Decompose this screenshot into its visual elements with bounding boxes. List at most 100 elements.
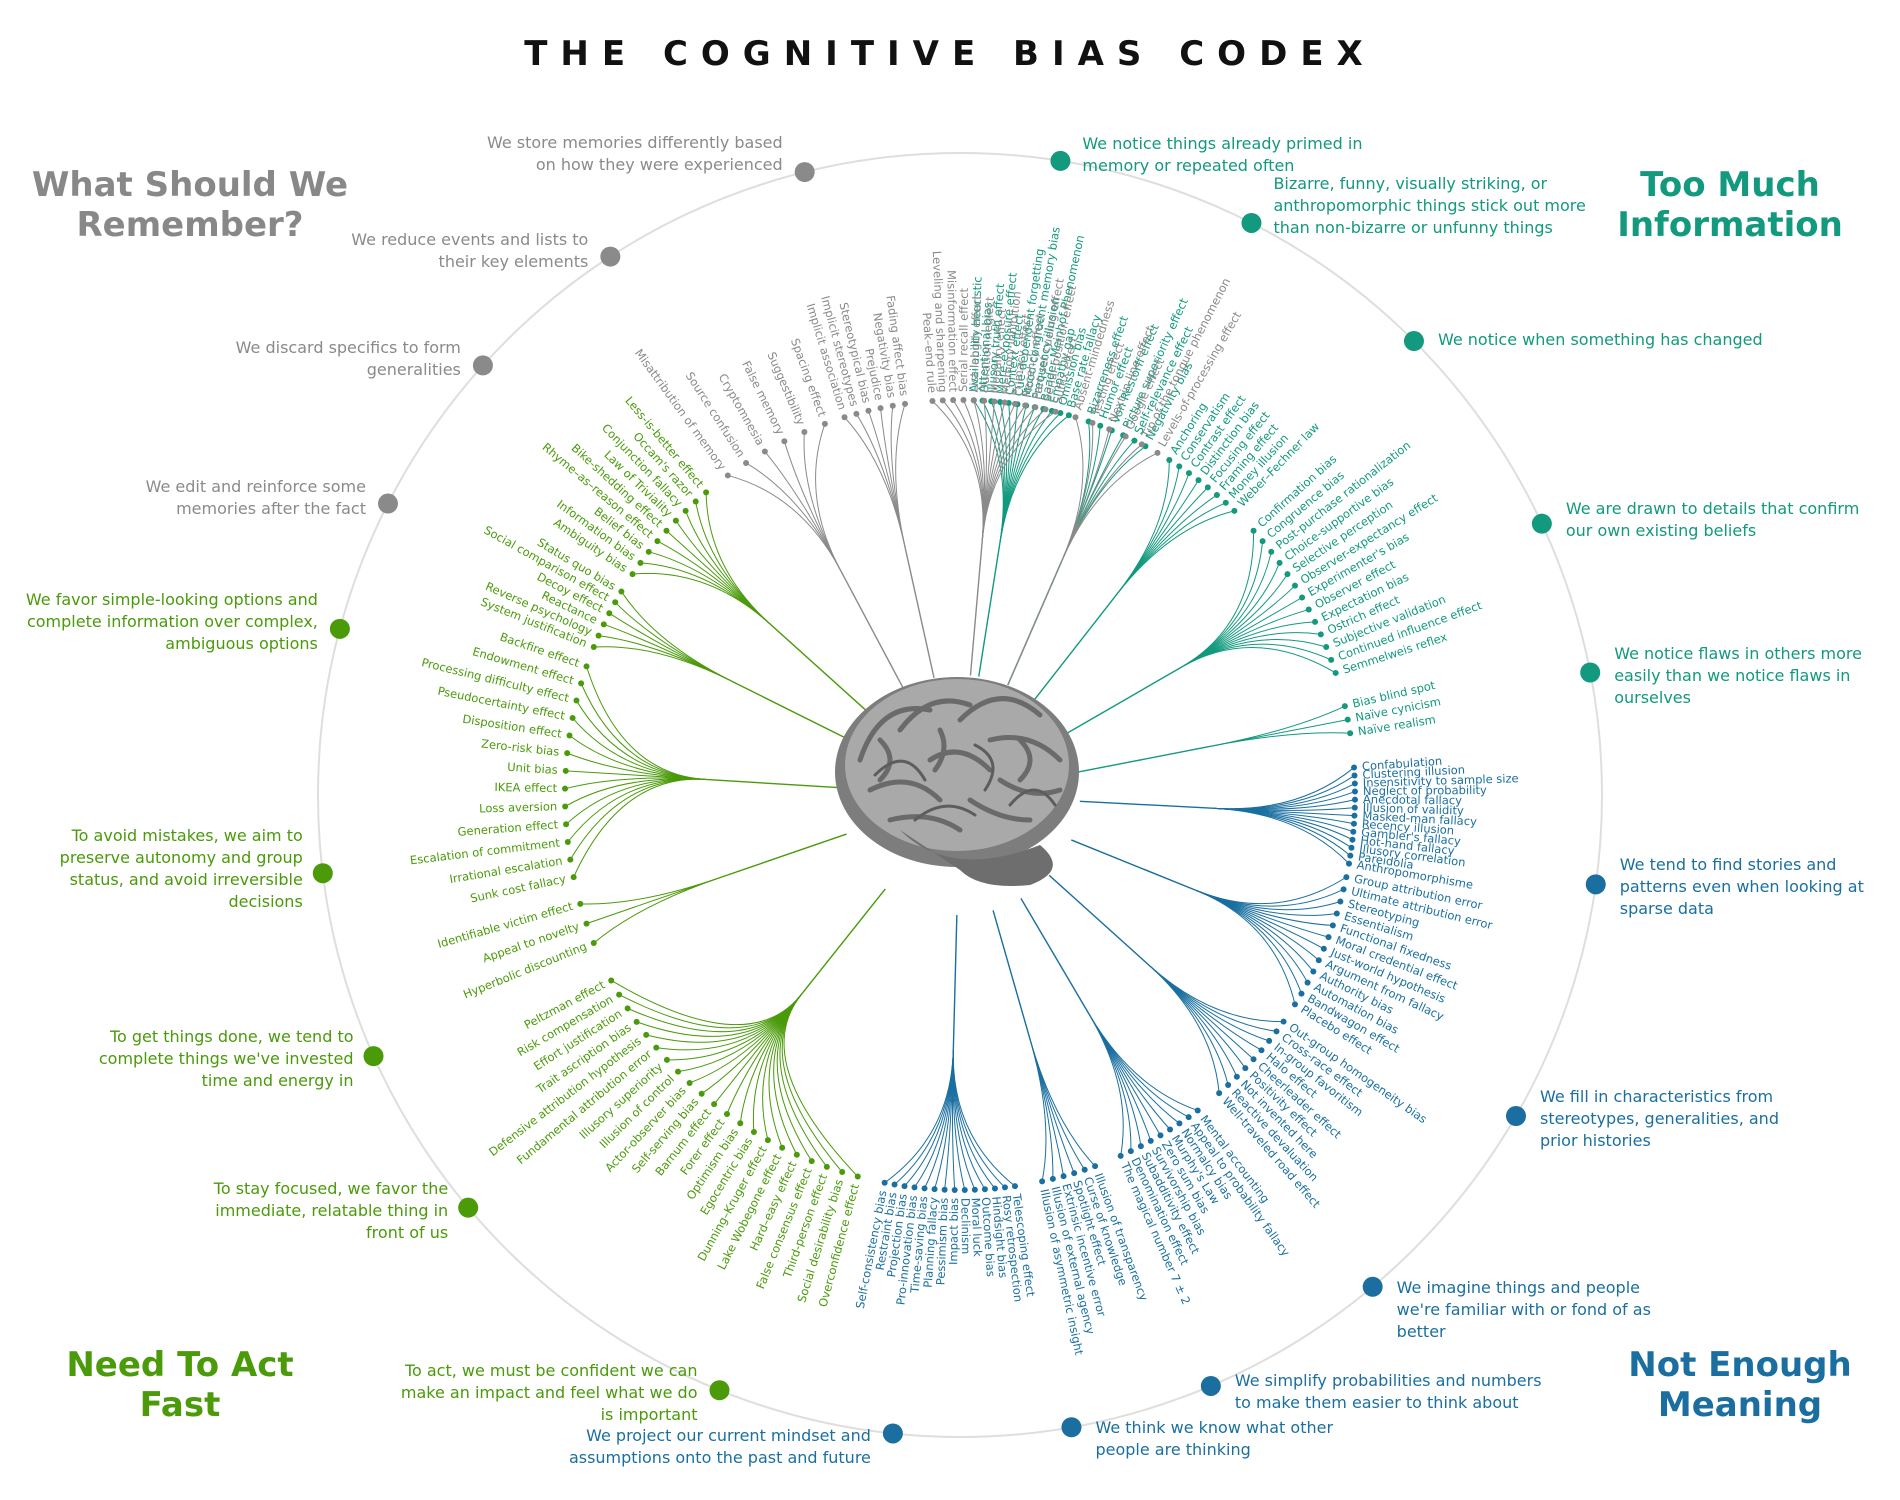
leaf-branch bbox=[1149, 965, 1262, 1051]
leaf-dot bbox=[1332, 669, 1339, 676]
leaf-branch bbox=[1196, 890, 1296, 1005]
leaf-branch bbox=[1214, 791, 1356, 810]
leaf-dot bbox=[629, 571, 636, 578]
leaf-dot bbox=[1266, 1037, 1273, 1044]
leaf-branch bbox=[904, 1049, 954, 1187]
leaf-dot bbox=[1340, 886, 1347, 893]
leaf-dot bbox=[1350, 820, 1357, 827]
outer-ring bbox=[317, 152, 1603, 1438]
bias-label: Serial recall effect bbox=[956, 287, 971, 392]
group-marker bbox=[312, 863, 333, 884]
bias-label: Insensitivity to sample size bbox=[1363, 771, 1519, 790]
leaf-branch bbox=[1214, 799, 1356, 810]
leaf-branch bbox=[705, 492, 771, 625]
leaf-dot bbox=[911, 1184, 918, 1191]
leaf-branch bbox=[1116, 472, 1190, 595]
leaf-branch bbox=[1088, 1014, 1189, 1118]
leaf-branch bbox=[764, 451, 841, 571]
leaf-branch bbox=[952, 1049, 1006, 1188]
group-trunk bbox=[705, 778, 841, 789]
leaf-dot bbox=[1138, 441, 1145, 448]
leaf-dot bbox=[569, 714, 576, 721]
leaf-branch bbox=[1196, 890, 1337, 916]
leaf-dot bbox=[590, 644, 597, 651]
leaf-dot bbox=[1071, 1170, 1078, 1177]
group-trunk bbox=[1048, 874, 1150, 967]
leaf-branch bbox=[1029, 1039, 1096, 1167]
leaf-dot bbox=[1323, 644, 1330, 651]
group-marker bbox=[1362, 1276, 1383, 1297]
leaf-dot bbox=[902, 400, 909, 407]
leaf-branch bbox=[1116, 460, 1170, 595]
group-label: We are drawn to details that confirm our… bbox=[1565, 498, 1860, 540]
leaf-dot bbox=[1284, 571, 1291, 578]
group-marker bbox=[794, 162, 815, 183]
leaf-dot bbox=[1195, 477, 1202, 484]
leaf-dot bbox=[1315, 957, 1322, 964]
leaf-branch bbox=[1149, 965, 1246, 1069]
leaf-branch bbox=[648, 551, 771, 625]
leaf-dot bbox=[663, 527, 670, 534]
leaf-branch bbox=[573, 778, 706, 878]
leaf-branch bbox=[952, 1049, 976, 1190]
leaf-dot bbox=[854, 1173, 861, 1180]
leaf-dot bbox=[1194, 1107, 1201, 1114]
leaf-branch bbox=[569, 778, 706, 860]
leaf-branch bbox=[783, 994, 859, 1177]
leaf-dot bbox=[1204, 484, 1211, 491]
leaf-dot bbox=[1268, 548, 1275, 555]
leaf-dot bbox=[950, 397, 957, 404]
leaf-dot bbox=[808, 1158, 815, 1165]
leaf-dot bbox=[723, 1110, 730, 1117]
leaf-branch bbox=[1029, 1039, 1047, 1182]
leaf-branch bbox=[1180, 647, 1336, 674]
leaf-dot bbox=[1167, 1126, 1174, 1133]
leaf-branch bbox=[999, 414, 1070, 544]
leaf-branch bbox=[856, 413, 906, 547]
group-label: To act, we must be confident we can make… bbox=[400, 1361, 698, 1425]
leaf-branch bbox=[695, 501, 771, 625]
leaf-dot bbox=[1328, 656, 1335, 663]
leaf-branch bbox=[1088, 1014, 1132, 1152]
leaf-dot bbox=[981, 1186, 988, 1193]
leaf-dot bbox=[612, 599, 619, 606]
leaf-dot bbox=[1052, 408, 1059, 415]
leaf-dot bbox=[1343, 874, 1350, 881]
bias-label: Loss aversion bbox=[479, 799, 557, 815]
leaf-dot bbox=[877, 405, 884, 412]
group-label: Bizarre, funny, visually striking, or an… bbox=[1273, 173, 1586, 237]
leaf-dot bbox=[865, 407, 872, 414]
leaf-branch bbox=[1149, 965, 1238, 1077]
leaf-dot bbox=[624, 1005, 631, 1012]
leaf-dot bbox=[1137, 1143, 1144, 1150]
leaf-dot bbox=[1305, 606, 1312, 613]
leaf-dot bbox=[1089, 419, 1096, 426]
group-trunk bbox=[952, 914, 958, 1050]
leaf-dot bbox=[970, 397, 977, 404]
leaf-dot bbox=[781, 438, 788, 445]
leaf-branch bbox=[803, 431, 841, 571]
quadrant-title-remember: What Should We Remember? bbox=[31, 165, 349, 245]
group-marker bbox=[1531, 513, 1552, 534]
leaf-dot bbox=[675, 1068, 682, 1075]
group-marker bbox=[377, 493, 398, 514]
leaf-dot bbox=[1154, 449, 1161, 456]
leaf-dot bbox=[901, 1183, 908, 1190]
leaf-dot bbox=[737, 1120, 744, 1127]
leaf-branch bbox=[1196, 890, 1320, 961]
leaf-dot bbox=[764, 1137, 771, 1144]
leaf-branch bbox=[745, 462, 841, 571]
leaf-branch bbox=[783, 441, 841, 571]
leaf-dot bbox=[1106, 426, 1113, 433]
group-marker bbox=[1585, 874, 1606, 895]
quadrant-title-info: Too Much Information bbox=[1617, 165, 1843, 245]
group-label: We project our current mindset and assum… bbox=[568, 1426, 871, 1468]
page-title: THE COGNITIVE BIAS CODEX bbox=[524, 34, 1376, 74]
leaf-dot bbox=[1291, 1001, 1298, 1008]
leaf-dot bbox=[1032, 404, 1039, 411]
leaf-dot bbox=[595, 632, 602, 639]
leaf-dot bbox=[793, 1151, 800, 1158]
leaf-branch bbox=[1149, 965, 1220, 1094]
